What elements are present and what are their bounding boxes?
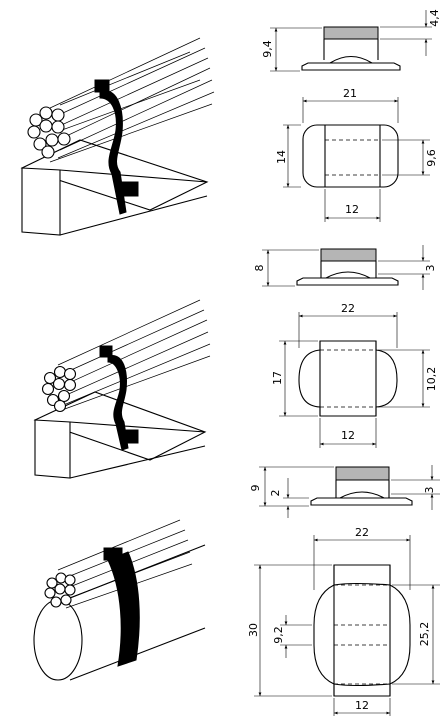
dim-width: 30 [247,623,260,637]
cable-tie-strap [103,547,140,667]
cable-bundle [27,37,215,163]
dim-band: 12 [341,429,355,442]
cable-tie-strap [99,345,139,451]
dim-inner: 9,6 [425,149,438,167]
cable-bundle [41,299,211,413]
dim-length: 21 [343,87,357,100]
top-view-1: 21 14 9,6 12 [275,87,438,222]
dim-inner: 10,2 [425,367,438,392]
dim-top: 3 [424,265,437,272]
top-view-2: 22 17 10,2 12 [271,302,438,448]
dim-band: 12 [345,203,359,216]
dim-width: 14 [275,150,288,164]
illustration-cable-bundle-on-round-bar [33,519,206,681]
dim-height: 9 [249,485,262,492]
dim-top: 3 [423,487,436,494]
side-view-1: 9,4 4,4 [261,9,441,72]
dim-top: 4,4 [428,9,441,27]
dim-height: 8 [253,265,266,272]
top-view-3: 22 30 9,2 25,2 12 [247,526,440,716]
dim-height: 9,4 [261,40,274,58]
dim-width: 17 [271,371,284,385]
cable-tie-strap [94,79,139,215]
illustration-cable-bundle-on-square-bar-2 [33,299,211,479]
dim-length: 22 [341,302,355,315]
side-view-2: 8 3 [253,245,437,290]
side-view-3: 9 2 3 [249,465,440,518]
cable-bundle [44,519,193,609]
dim-length: 22 [355,526,369,539]
dim-band: 12 [355,699,369,712]
dim-slot: 9,2 [272,626,285,644]
dim-base: 2 [269,490,282,497]
illustration-cable-bundle-on-square-bar-1 [20,37,215,236]
dim-inner: 25,2 [418,622,431,647]
